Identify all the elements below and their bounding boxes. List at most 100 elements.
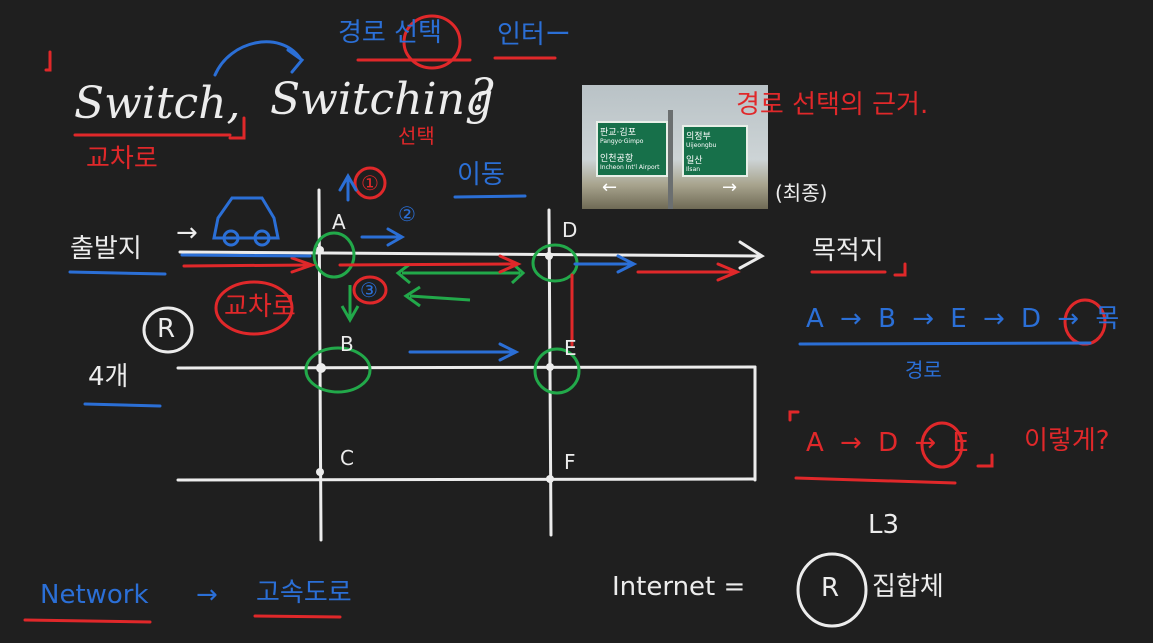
blue-underline-router-count bbox=[83, 402, 162, 408]
sign-arrow-left-icon: ← bbox=[602, 177, 618, 198]
road-middle bbox=[176, 365, 757, 370]
note-how: 이렇게? bbox=[1024, 426, 1110, 456]
heading-route-select: 경로 선택 bbox=[338, 18, 442, 48]
green-circle-d bbox=[531, 243, 579, 283]
red-underline-network bbox=[23, 618, 152, 624]
sign-caption: 경로 선택의 근거. bbox=[736, 90, 929, 120]
footer-arrow: → bbox=[196, 580, 218, 610]
note-select: 선택 bbox=[398, 124, 435, 148]
blue-step-up-head bbox=[338, 172, 358, 192]
node-d: D bbox=[562, 218, 578, 242]
router-label-left: R bbox=[157, 314, 176, 344]
note-crossroad: 교차로 bbox=[86, 144, 158, 174]
sign-right-top: 의정부 bbox=[686, 132, 711, 142]
red-route-arrow-2 bbox=[498, 254, 522, 274]
note-move: 이동 bbox=[457, 160, 505, 190]
footer-network: Network bbox=[40, 580, 149, 610]
red-circles bbox=[214, 14, 1107, 469]
blue-underline-route bbox=[798, 341, 1092, 346]
dot-c bbox=[316, 468, 324, 476]
dot-e bbox=[546, 363, 554, 371]
red-circle-select bbox=[402, 14, 462, 70]
heading-inter: 인터ー bbox=[497, 20, 571, 50]
step-3: ③ bbox=[360, 278, 378, 302]
blue-b-to-e-head bbox=[498, 342, 520, 362]
blue-car-wheel-back bbox=[253, 229, 271, 247]
green-circle-b bbox=[304, 346, 372, 394]
red-underline-short bbox=[794, 476, 957, 485]
node-f: F bbox=[564, 450, 576, 474]
dot-d bbox=[545, 252, 553, 260]
dot-f bbox=[546, 475, 554, 483]
green-back-arrow bbox=[403, 285, 471, 308]
green-circle-e bbox=[533, 347, 581, 395]
red-route-top bbox=[182, 263, 312, 268]
path-full: A → B → E → D → 목 bbox=[806, 304, 1124, 334]
red-underline-highway bbox=[253, 614, 342, 619]
note-layer: L3 bbox=[868, 510, 900, 540]
node-e: E bbox=[564, 336, 577, 360]
title-switch: Switch, bbox=[74, 78, 241, 129]
red-bracket-open bbox=[44, 50, 52, 72]
router-circles bbox=[142, 306, 868, 628]
node-c: C bbox=[340, 446, 354, 470]
road-top-arrowhead bbox=[738, 240, 765, 270]
red-bracket-short-close bbox=[976, 453, 994, 468]
blue-car-wheel-front bbox=[222, 229, 240, 247]
note-route: 경로 bbox=[905, 358, 942, 382]
sign-left-bottom-en: Incheon Int'l Airport bbox=[600, 164, 660, 171]
red-bracket-short-open bbox=[788, 410, 800, 422]
blue-curve-arrow bbox=[213, 40, 305, 77]
sign-right-bottom-en: Ilsan bbox=[686, 166, 701, 173]
blue-d-right-head bbox=[616, 254, 638, 274]
node-a: A bbox=[332, 210, 346, 234]
step-1: ① bbox=[361, 171, 379, 195]
red-circle-crossroad bbox=[214, 280, 294, 336]
intersection-dots bbox=[316, 246, 554, 483]
dot-b bbox=[316, 363, 326, 373]
step-2: ② bbox=[398, 202, 416, 226]
blue-step-2-head bbox=[386, 227, 406, 247]
sign-right-bottom: 일산 bbox=[686, 156, 703, 166]
road-top bbox=[178, 250, 762, 258]
sign-right-top-en: Uijeongbu bbox=[686, 142, 717, 149]
node-b: B bbox=[340, 332, 354, 356]
sign-pole bbox=[668, 110, 673, 209]
note-departure: 출발지 bbox=[70, 234, 142, 264]
red-circle-step1 bbox=[353, 166, 387, 200]
red-circle-e-short bbox=[920, 421, 964, 469]
footer-router: R bbox=[821, 573, 840, 603]
title-question-mark: ? bbox=[470, 70, 494, 121]
red-circle-step3 bbox=[352, 275, 388, 305]
red-path bbox=[23, 50, 994, 624]
sign-panel-left: 판교·김포 Pangyo·Gimpo 인천공항 Incheon Int'l Ai… bbox=[596, 121, 668, 177]
path-short: A → D → E bbox=[806, 428, 973, 458]
note-router-count: 4개 bbox=[88, 362, 129, 392]
note-destination: 목적지 bbox=[812, 236, 884, 266]
green-arrow-down bbox=[340, 285, 360, 324]
road-bottom bbox=[176, 477, 757, 482]
note-final: (최종) bbox=[775, 181, 828, 205]
green-circle-a bbox=[312, 231, 356, 279]
red-route-arrow-1 bbox=[290, 256, 317, 274]
sign-left-top-en: Pangyo·Gimpo bbox=[600, 138, 644, 145]
router-circle-footer bbox=[796, 552, 868, 628]
blue-underline-move bbox=[453, 194, 527, 199]
blue-car bbox=[212, 196, 280, 240]
footer-aggregate: 집합체 bbox=[872, 572, 944, 602]
dot-a bbox=[316, 246, 324, 254]
red-bracket-dest-close bbox=[893, 262, 907, 277]
red-route-arrow-3 bbox=[716, 262, 741, 282]
footer-internet: Internet = bbox=[612, 572, 746, 602]
note-crossroad-2: 교차로 bbox=[224, 292, 296, 322]
red-bracket-close bbox=[228, 116, 246, 140]
title-switching: Switching bbox=[270, 74, 494, 125]
sign-left-bottom: 인천공항 bbox=[600, 154, 634, 164]
blue-strokes bbox=[68, 40, 1092, 408]
road-sign-photo: 판교·김포 Pangyo·Gimpo 인천공항 Incheon Int'l Ai… bbox=[582, 85, 768, 209]
sign-left-top: 판교·김포 bbox=[600, 128, 636, 138]
router-circle-left bbox=[142, 306, 194, 354]
blue-underline-departure bbox=[68, 270, 167, 276]
